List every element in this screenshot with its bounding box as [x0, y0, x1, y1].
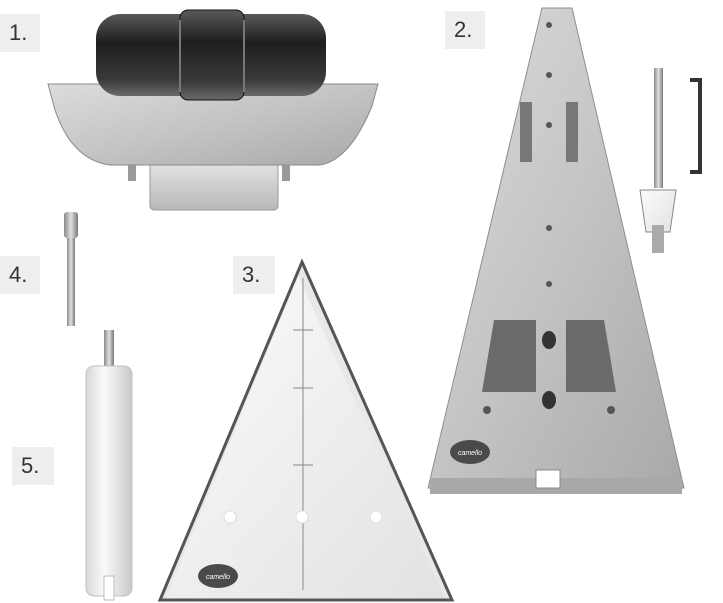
logo-camello-large: camello: [458, 450, 482, 457]
part-label-2: 2.: [445, 11, 485, 49]
part-label-4: 4.: [0, 256, 40, 294]
large-drilling-template: camello: [427, 7, 685, 494]
drill-bit-part: [639, 68, 702, 253]
roller-guide-part: [47, 9, 379, 211]
part-label-3: 3.: [233, 256, 275, 294]
cylinder-tool-part: [85, 330, 133, 601]
pin-part: [64, 212, 78, 326]
part-label-1: 1.: [0, 14, 40, 52]
part-label-5: 5.: [12, 447, 54, 485]
logo-camello-small: camello: [206, 574, 230, 581]
triangle-template: camello: [157, 258, 455, 602]
